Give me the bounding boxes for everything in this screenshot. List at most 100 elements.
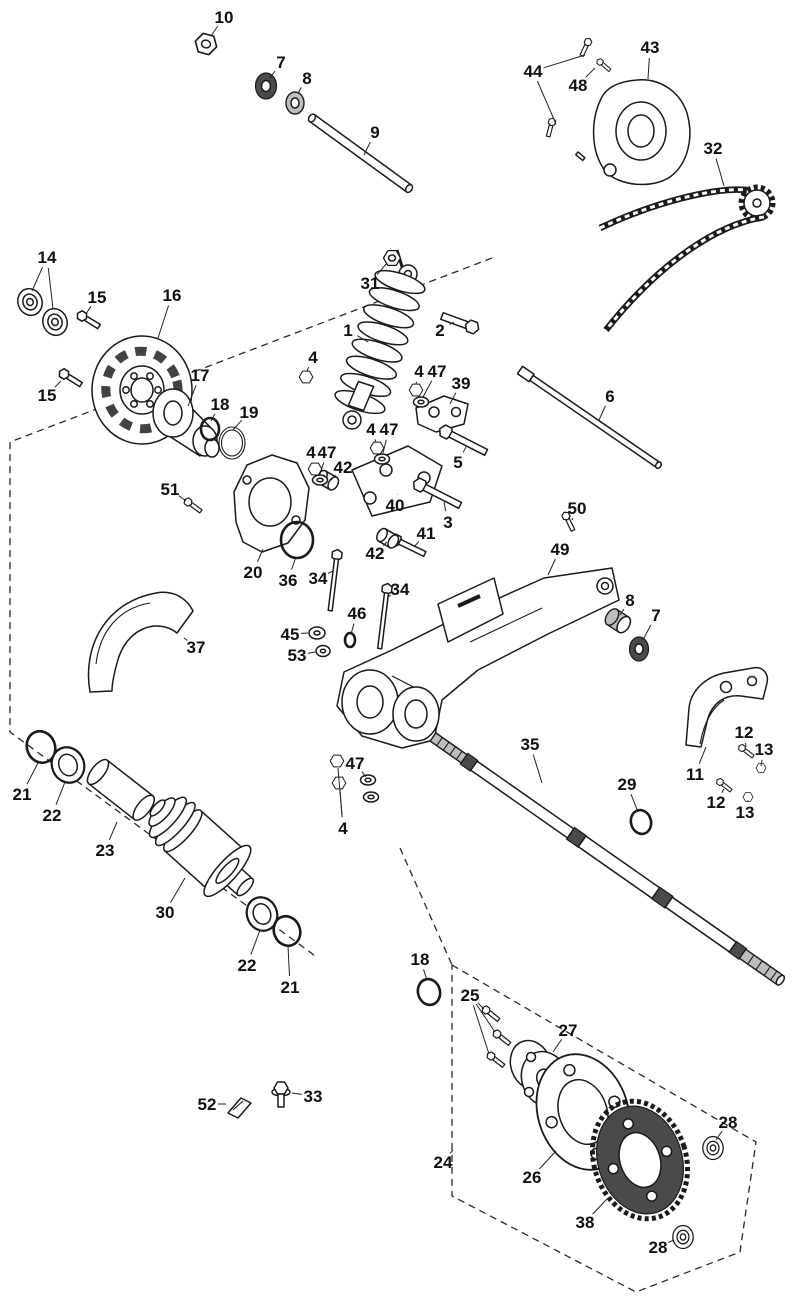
rear-hub-assembly: [416, 977, 724, 1250]
leader-line-21-46-0: [26, 762, 39, 785]
leader-line-30-49-0: [170, 877, 186, 903]
part-label-21-51: 21: [281, 978, 300, 997]
nut-10: [192, 31, 220, 57]
swingarm-axle-hole-inner: [600, 581, 610, 591]
part-label-15-12: 15: [88, 288, 107, 307]
bolt-2: [440, 311, 480, 335]
part-label-18-15: 18: [211, 395, 230, 414]
hub-17-bore: [163, 400, 183, 426]
leader-line-26-64-0: [539, 1150, 557, 1170]
leader-line-25-62-1: [475, 1003, 496, 1033]
nut-4-e: [329, 754, 345, 768]
part-label-7-1: 7: [276, 53, 285, 72]
leader-line-2-10-0: [449, 321, 455, 325]
leader-line-21-51-0: [287, 945, 290, 977]
chain-case-hub: [627, 114, 655, 148]
washer-47-d: [359, 774, 377, 786]
part-label-50-42: 50: [568, 499, 587, 518]
pin-48: [575, 151, 586, 162]
bolt-12-b: [714, 776, 734, 794]
part-label-16-13: 16: [163, 286, 182, 305]
bracket-39-hole-b: [450, 406, 462, 418]
part-label-43-6: 43: [641, 38, 660, 57]
chain-case-assembly: [544, 36, 691, 186]
washer-47-e: [362, 791, 380, 803]
part-label-1-9: 1: [343, 321, 352, 340]
bolt-34-a: [327, 548, 343, 612]
bearing-carrier-30: [148, 796, 255, 898]
leader-line-7-44-0: [642, 624, 652, 641]
part-label-4-22: 4: [366, 420, 376, 439]
part-label-47-20: 47: [428, 362, 447, 381]
chain-bottom-run-links: [604, 215, 765, 331]
slider-groove: [95, 602, 151, 665]
rear-sprocket-38: [589, 1098, 691, 1222]
screw-51: [181, 496, 204, 515]
leader-line-28-66-0: [715, 1130, 723, 1141]
leader-line-13-58-0: [760, 759, 763, 767]
part-label-12-59: 12: [707, 793, 726, 812]
upper-pivot-bolt-set: [192, 31, 414, 194]
leader-line-35-54-0: [532, 754, 543, 784]
part-label-27-63: 27: [559, 1021, 578, 1040]
leader-line-4-22-0: [374, 439, 377, 443]
part-label-44-4: 44: [524, 62, 543, 81]
disc-hole-1: [154, 386, 162, 394]
part-label-35-54: 35: [521, 735, 540, 754]
leader-line-47-23-0: [382, 439, 387, 454]
leader-line-4-18-0: [306, 366, 310, 372]
part-label-4-18: 4: [308, 348, 318, 367]
slider-body: [87, 591, 194, 693]
disc-bolt-15-a: [74, 308, 103, 332]
rear-axle-35: [429, 731, 786, 986]
o-ring-18-lower: [416, 977, 442, 1007]
part-label-11-56: 11: [686, 765, 704, 784]
disc-hole-3: [130, 399, 138, 408]
ring-19: [218, 426, 246, 460]
part-label-8-43: 8: [625, 591, 634, 610]
drive-chain-32: [598, 184, 776, 333]
pivot-bore-b-inner: [404, 699, 428, 729]
bracket-39-hole-a: [428, 406, 440, 418]
part-label-30-49: 30: [156, 903, 175, 922]
pivot-bore-a-inner: [356, 685, 384, 719]
part-label-4-19: 4: [414, 362, 424, 381]
swingarm-plate-slot: [457, 594, 481, 608]
nut-4-c: [369, 441, 385, 455]
part-label-15-17: 15: [38, 386, 57, 405]
part-label-25-62: 25: [461, 986, 480, 1005]
part-label-32-7: 32: [704, 139, 723, 158]
nut-4-a: [298, 370, 314, 384]
leader-line-50-42-0: [571, 517, 574, 521]
shock-bottom-eye-hole: [347, 415, 357, 425]
washer-7-right-hole: [634, 643, 644, 655]
leader-line-22-50-0: [250, 929, 261, 955]
bushing-8-right: [604, 608, 632, 634]
linkage-40-hole-c: [363, 491, 377, 505]
part-label-34-37: 34: [391, 580, 410, 599]
part-label-46-38: 46: [348, 604, 367, 623]
nut-4-b: [408, 383, 424, 397]
leader-line-15-17-0: [54, 380, 62, 388]
leader-line-42-26-0: [330, 474, 336, 481]
leader-line-17-14-0: [187, 385, 197, 407]
leader-line-18-61-0: [423, 969, 428, 981]
leader-line-3-30-0: [443, 501, 447, 512]
ring-19-inner: [220, 429, 244, 457]
leader-line-10-0-0: [210, 25, 219, 37]
leader-line-34-36-0: [327, 570, 334, 574]
disc-hole-6: [146, 372, 154, 381]
spacer-8-top-hole: [290, 97, 300, 109]
linkage-40-hole-a: [379, 463, 393, 477]
chain-top-run: [598, 186, 748, 231]
leader-line-39-21-0: [449, 392, 457, 405]
part-label-39-21: 39: [452, 374, 471, 393]
leader-line-44-4-1: [536, 80, 557, 125]
disc-hole-5: [130, 372, 138, 381]
leader-line-38-65-0: [592, 1198, 608, 1215]
part-label-28-67: 28: [649, 1238, 668, 1257]
part-label-20-34: 20: [244, 563, 263, 582]
leader-line-47-52-0: [361, 771, 367, 778]
part-label-49-41: 49: [551, 540, 570, 559]
